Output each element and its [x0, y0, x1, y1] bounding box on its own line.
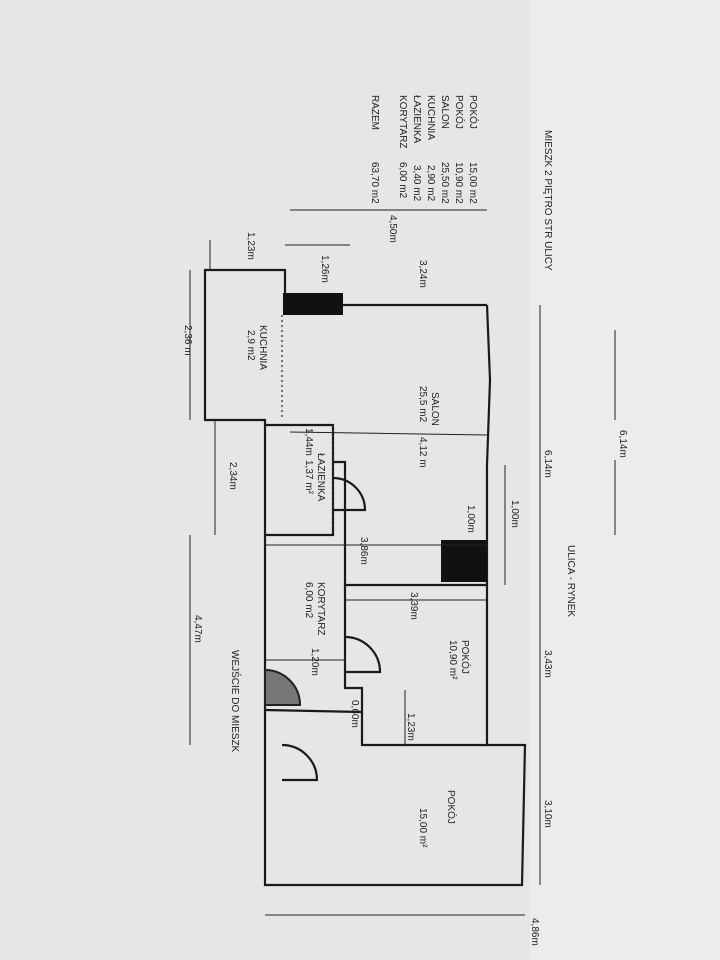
plan-title: MIESZK 2 PIĘTRO STR ULICY	[542, 130, 553, 271]
total: RAZEM	[369, 95, 380, 130]
dim-label: 3,86m	[358, 537, 369, 565]
legend-name: KUCHNIA	[425, 95, 436, 140]
legend-name: POKÓJ	[467, 95, 480, 129]
door-pokoj1	[344, 635, 382, 674]
dim-label: 3,10m	[542, 800, 553, 828]
legend-name: SALON	[439, 95, 450, 129]
room-kuchnia-area: 2,9 m2	[245, 330, 256, 361]
legend-name: ŁAZIENKA	[411, 95, 422, 144]
legend-area: 15,00 m2	[467, 162, 478, 204]
room-salon: SALON	[429, 392, 440, 426]
dim-label: 3,43m	[542, 650, 553, 678]
dim-label: 3,39m	[408, 592, 419, 620]
dim-label: 4,86m	[529, 918, 540, 946]
street-label: ULICA - RYNEK	[565, 545, 576, 617]
legend: POKÓJ 15,00 m2 POKÓJ 10,90 m2 SALON 25,50 m…	[369, 95, 480, 204]
dim-label: 1,23m	[245, 232, 256, 260]
room-salon-area: 25,5 m2	[417, 386, 428, 423]
dim-label: 1,20m	[309, 648, 320, 676]
dimension-lines	[189, 209, 541, 916]
dim-label: 1,44m	[303, 428, 314, 456]
legend-area: 10,90 m2	[453, 162, 464, 204]
legend-area: 25,50 m2	[439, 162, 450, 204]
legend-area: 6,00 m2	[397, 162, 408, 199]
dim-label: 3,24m	[417, 260, 428, 288]
walls	[203, 268, 527, 887]
room-kuchnia: KUCHNIA	[257, 325, 268, 370]
legend-area: 2,90 m2	[425, 165, 436, 202]
dim-top: 6,14m	[542, 450, 553, 478]
room-korytarz-area: 6,00 m2	[303, 582, 314, 619]
room-pokoj-1-area: 10,90 m²	[447, 640, 458, 680]
dim-label: 1,26m	[319, 255, 330, 283]
dim-label: 1,00m	[465, 505, 476, 533]
dim-label: 4,12 m	[417, 437, 428, 468]
entrance-label: WEJŚCIE DO MIESZK	[229, 650, 242, 753]
room-lazienka: ŁAZIENKA	[315, 453, 326, 502]
dim-label: 4,47m	[192, 615, 203, 643]
dim-label: 1,23m	[405, 713, 416, 741]
room-korytarz: KORYTARZ	[315, 582, 326, 636]
dim-label: 2,34m	[227, 462, 238, 490]
legend-area: 3,40 m2	[411, 165, 422, 202]
legend-name: POKÓJ	[453, 95, 466, 129]
room-lazienka-area: 1,37 m²	[303, 460, 314, 495]
dim-label: 2,36 m	[182, 325, 193, 356]
legend-name: KORYTARZ	[397, 95, 408, 149]
entrance-door	[264, 668, 302, 706]
room-pokoj-2-area: 15,00 m²	[417, 808, 428, 848]
door-pokoj2	[281, 743, 319, 782]
dim-label: 1,00m	[509, 500, 520, 528]
total-area: 63,70 m2	[369, 162, 380, 204]
room-pokoj-1: POKÓJ	[459, 640, 472, 674]
dim-label: 4,50m	[387, 215, 398, 243]
door-bathroom	[332, 476, 367, 512]
dim-total: 6,14m	[617, 430, 628, 458]
dim-label: 0,60m	[349, 700, 360, 728]
room-pokoj-2: POKÓJ	[445, 790, 458, 824]
